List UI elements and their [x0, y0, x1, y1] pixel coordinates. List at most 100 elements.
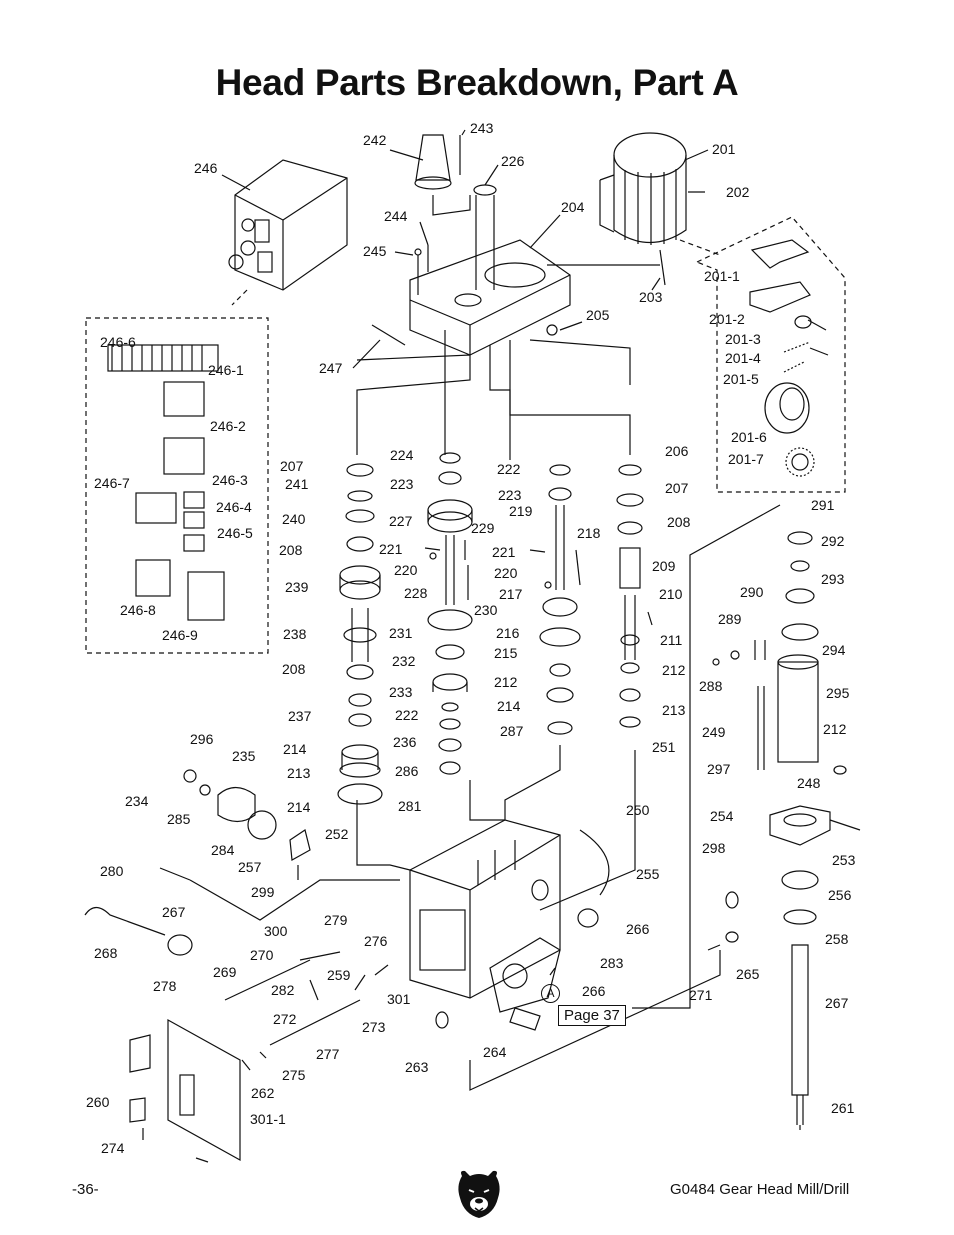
switch-panel-part: [187, 571, 225, 621]
callout-293: 293: [821, 571, 845, 587]
motor-parts-detail-box: [695, 216, 846, 493]
contactor-part-1: [163, 381, 205, 417]
callout-207: 207: [280, 458, 304, 474]
callout-246-5: 246-5: [217, 525, 253, 541]
callout-253: 257: [238, 859, 262, 875]
callout-201-6: 201-6: [731, 429, 767, 445]
callout-260: 301-1: [250, 1111, 286, 1127]
callout-275: 263: [405, 1059, 429, 1075]
callout-208: 208: [667, 514, 691, 530]
callout-214: 287: [500, 723, 524, 739]
callout-249: 296: [190, 731, 214, 747]
callout-246-4: 246-4: [216, 499, 252, 515]
callout-221: 221: [492, 544, 516, 560]
callout-296: 212: [823, 721, 847, 737]
callout-236: 214: [283, 741, 307, 757]
callout-213: 214: [497, 698, 521, 714]
relay-part: [135, 492, 177, 524]
callout-217: 217: [499, 586, 523, 602]
shaft-column-2: [427, 452, 473, 775]
callout-201-4: 201-4: [725, 350, 761, 366]
callout-238: 238: [283, 626, 307, 642]
callout-240: 240: [282, 511, 306, 527]
callout-276: 283: [600, 955, 624, 971]
bear-head-icon: [458, 1170, 500, 1218]
callout-228: 228: [404, 585, 428, 601]
sleeve-part-242: [415, 134, 451, 181]
callout-277: 264: [483, 1044, 507, 1060]
callout-207: 207: [665, 480, 689, 496]
head-casting-part: [409, 239, 571, 356]
terminal-strip-part: [107, 344, 219, 372]
callout-214: 251: [652, 739, 676, 755]
callout-290: 290: [740, 584, 764, 600]
cover-plate-part: [489, 937, 561, 1013]
callout-237: 237: [288, 708, 312, 724]
callout-222: 222: [395, 707, 419, 723]
callout-201-2: 201-2: [709, 311, 745, 327]
callout-239: 239: [285, 579, 309, 595]
callout-220: 220: [494, 565, 518, 581]
column-body-part: [409, 819, 561, 999]
quill-part: [777, 661, 819, 763]
callout-226: 226: [501, 153, 525, 169]
shaft-column-3: [539, 464, 581, 735]
callout-270: 276: [364, 933, 388, 949]
callout-287: 249: [702, 724, 726, 740]
contactor-part-2: [163, 437, 205, 475]
circle-marker-label: A: [546, 986, 555, 1000]
callout-214: 281: [398, 798, 422, 814]
page-reference-box[interactable]: Page 37: [558, 1005, 626, 1026]
callout-208: 208: [279, 542, 303, 558]
callout-256: 267: [162, 904, 186, 920]
handwheel-hub-part: [217, 786, 256, 823]
callout-245: 245: [363, 243, 387, 259]
spindle-column: [769, 531, 831, 1125]
callout-229: 229: [471, 520, 495, 536]
callout-262: 260: [86, 1094, 110, 1110]
callout-299: 256: [828, 887, 852, 903]
callout-209: 209: [652, 558, 676, 574]
shaft-column-4: [616, 464, 644, 728]
switch-part: [135, 559, 171, 597]
callout-246: 246: [194, 160, 218, 176]
callout-246-6: 246-6: [100, 334, 136, 350]
callout-283: 265: [736, 966, 760, 982]
callout-213: 286: [395, 763, 419, 779]
callout-292: 292: [821, 533, 845, 549]
control-panel-part: [167, 1018, 241, 1162]
callout-213: 213: [662, 702, 686, 718]
callout-201-5: 201-5: [723, 371, 759, 387]
callout-244: 244: [384, 208, 408, 224]
callout-294: 294: [822, 642, 846, 658]
callout-282: 271: [689, 987, 713, 1003]
callout-222: 222: [497, 461, 521, 477]
callout-251: 235: [232, 748, 256, 764]
callout-288: 288: [699, 678, 723, 694]
callout-212: 212: [494, 674, 518, 690]
callout-215: 215: [494, 645, 518, 661]
control-box-part: [228, 159, 348, 291]
electrical-parts-detail-box: [85, 317, 269, 654]
callout-254: 252: [325, 826, 349, 842]
callout-286: 297: [707, 761, 731, 777]
callout-201-3: 201-3: [725, 331, 761, 347]
callout-241: 241: [285, 476, 309, 492]
callout-212: 236: [393, 734, 417, 750]
page-title: Head Parts Breakdown, Part A: [215, 62, 739, 103]
callout-233: 233: [389, 684, 413, 700]
callout-285: 254: [710, 808, 734, 824]
callout-227: 227: [389, 513, 413, 529]
callout-223: 223: [498, 487, 522, 503]
callout-203: 203: [639, 289, 663, 305]
callout-264: 275: [282, 1067, 306, 1083]
shaft-column-1: [337, 463, 383, 805]
callout-255: 299: [251, 884, 275, 900]
callout-221: 221: [379, 541, 403, 557]
callout-297: 248: [797, 775, 821, 791]
callout-242: 242: [363, 132, 387, 148]
callout-235: 213: [287, 765, 311, 781]
callout-278: 266: [582, 983, 606, 999]
callout-246-9: 246-9: [162, 627, 198, 643]
